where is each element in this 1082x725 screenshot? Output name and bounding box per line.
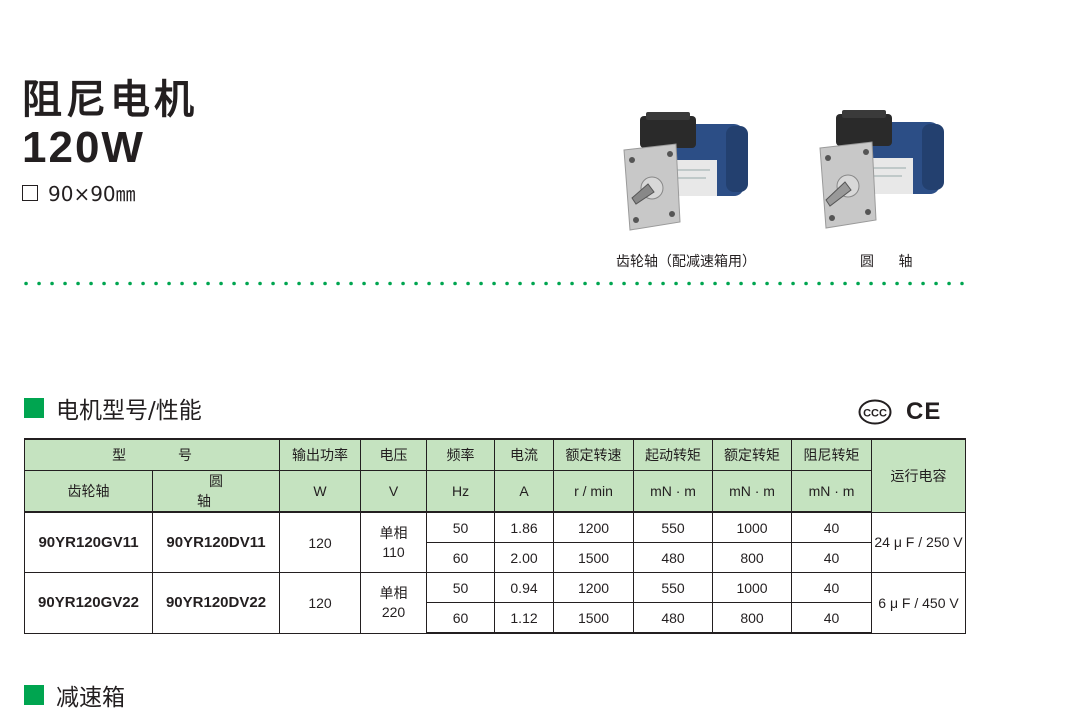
unit-frequency: Hz bbox=[426, 470, 496, 513]
voltage-value: 220 bbox=[381, 603, 406, 620]
table-row: 90YR120GV11 90YR120DV11 120 单相 110 50 1.… bbox=[24, 511, 967, 573]
section-title: 电机型号/性能 bbox=[56, 398, 202, 424]
unit-damping-torque: mN · m bbox=[791, 470, 873, 513]
section-title: 减速箱 bbox=[56, 685, 125, 711]
rated-torque-cell: 1000 bbox=[712, 511, 793, 543]
frame-size: 90×90㎜ bbox=[22, 178, 198, 207]
frequency-cell: 50 bbox=[426, 511, 496, 543]
product-title: 阻尼电机 bbox=[22, 77, 198, 123]
motor-spec-table: 型 号 输出功率 电压 频率 电流 额定转速 起动转矩 额定转矩 阻尼转矩 运行… bbox=[23, 438, 967, 634]
ce-mark: CE bbox=[906, 398, 942, 425]
table-row: 90YR120GV22 90YR120DV22 120 单相 220 50 0.… bbox=[24, 572, 967, 634]
starting-torque-cell: 480 bbox=[633, 542, 714, 573]
gear-model-cell: 90YR120GV11 bbox=[24, 511, 153, 573]
voltage-value: 110 bbox=[382, 543, 405, 560]
unit-output-power: W bbox=[279, 470, 362, 513]
header-voltage: 电压 bbox=[360, 438, 428, 471]
damping-torque-cell: 40 bbox=[791, 542, 873, 573]
header-starting-torque: 起动转矩 bbox=[633, 438, 714, 471]
unit-voltage: V bbox=[360, 470, 428, 513]
capacitor-cell: 24 μ F / 250 V bbox=[871, 511, 967, 573]
rated-torque-cell: 800 bbox=[712, 542, 793, 573]
rated-torque-cell: 800 bbox=[712, 602, 793, 634]
capacitor-cell: 6 μ F / 450 V bbox=[871, 572, 967, 634]
voltage-cell: 单相 110 bbox=[360, 511, 428, 573]
section-heading-gearbox: 减速箱 bbox=[24, 678, 125, 712]
current-cell: 1.86 bbox=[494, 511, 555, 543]
table-subheader-row: 齿轮轴 圆 轴 W V Hz A r / min mN · m mN · m m… bbox=[24, 470, 966, 513]
ccc-certification-icon: CCC bbox=[858, 399, 892, 425]
gear-shaft-motor-image bbox=[623, 112, 748, 231]
damping-torque-cell: 40 bbox=[791, 511, 873, 543]
header-rated-torque: 额定转矩 bbox=[712, 438, 793, 471]
unit-rated-torque: mN · m bbox=[712, 470, 793, 513]
header-capacitor: 运行电容 bbox=[871, 438, 967, 513]
round-model-cell: 90YR120DV11 bbox=[151, 511, 281, 573]
rated-speed-cell: 1200 bbox=[553, 511, 635, 543]
section-heading-performance: 电机型号/性能 bbox=[24, 391, 202, 425]
certification-marks: CCC CE bbox=[858, 398, 941, 426]
header-round-shaft: 圆 轴 bbox=[151, 470, 281, 513]
power-cell: 120 bbox=[279, 572, 362, 634]
header-damping-torque: 阻尼转矩 bbox=[791, 438, 873, 471]
current-cell: 0.94 bbox=[494, 572, 555, 603]
frame-size-text: 90×90㎜ bbox=[48, 182, 136, 206]
square-frame-icon bbox=[22, 184, 38, 201]
header-output-power: 输出功率 bbox=[279, 438, 362, 471]
title-block: 阻尼电机 120W 90×90㎜ bbox=[22, 78, 198, 207]
header-rated-speed: 额定转速 bbox=[553, 438, 635, 471]
voltage-cell: 单相 220 bbox=[360, 572, 428, 634]
header-model: 型 号 bbox=[23, 438, 281, 471]
frequency-cell: 60 bbox=[426, 602, 496, 634]
table-row: 60 1.12 1500 480 800 40 bbox=[25, 602, 966, 634]
unit-starting-torque: mN · m bbox=[633, 470, 714, 513]
header-gear-shaft: 齿轮轴 bbox=[24, 470, 153, 513]
damping-torque-cell: 40 bbox=[791, 572, 873, 603]
unit-rated-speed: r / min bbox=[553, 470, 635, 513]
current-cell: 1.12 bbox=[494, 602, 555, 634]
product-power: 120W bbox=[22, 123, 145, 172]
round-shaft-caption: 圆 轴 bbox=[860, 254, 923, 270]
starting-torque-cell: 550 bbox=[633, 511, 714, 543]
frequency-cell: 50 bbox=[426, 572, 496, 603]
gear-model-cell: 90YR120GV22 bbox=[24, 572, 153, 634]
gear-shaft-caption: 齿轮轴（配减速箱用） bbox=[616, 254, 756, 270]
header-current: 电流 bbox=[494, 438, 555, 471]
starting-torque-cell: 550 bbox=[633, 572, 714, 603]
table-header-row: 型 号 输出功率 电压 频率 电流 额定转速 起动转矩 额定转矩 阻尼转矩 运行… bbox=[23, 438, 967, 513]
round-shaft-motor-image bbox=[819, 110, 944, 229]
starting-torque-cell: 480 bbox=[633, 602, 714, 634]
power-cell: 120 bbox=[279, 511, 362, 573]
voltage-phase: 单相 bbox=[379, 524, 408, 541]
frequency-cell: 60 bbox=[426, 542, 496, 573]
voltage-phase: 单相 bbox=[379, 584, 408, 601]
header-frequency: 频率 bbox=[426, 438, 496, 471]
round-model-cell: 90YR120DV22 bbox=[151, 572, 281, 634]
current-cell: 2.00 bbox=[494, 542, 555, 573]
dotted-divider bbox=[24, 281, 964, 286]
ccc-mark-text: CCC bbox=[863, 408, 887, 420]
unit-current: A bbox=[494, 470, 555, 513]
rated-speed-cell: 1200 bbox=[553, 572, 635, 603]
section-marker-icon bbox=[24, 398, 44, 418]
rated-torque-cell: 1000 bbox=[712, 572, 793, 603]
rated-speed-cell: 1500 bbox=[553, 602, 635, 634]
section-marker-icon bbox=[24, 685, 44, 705]
damping-torque-cell: 40 bbox=[791, 602, 873, 634]
rated-speed-cell: 1500 bbox=[553, 542, 635, 573]
